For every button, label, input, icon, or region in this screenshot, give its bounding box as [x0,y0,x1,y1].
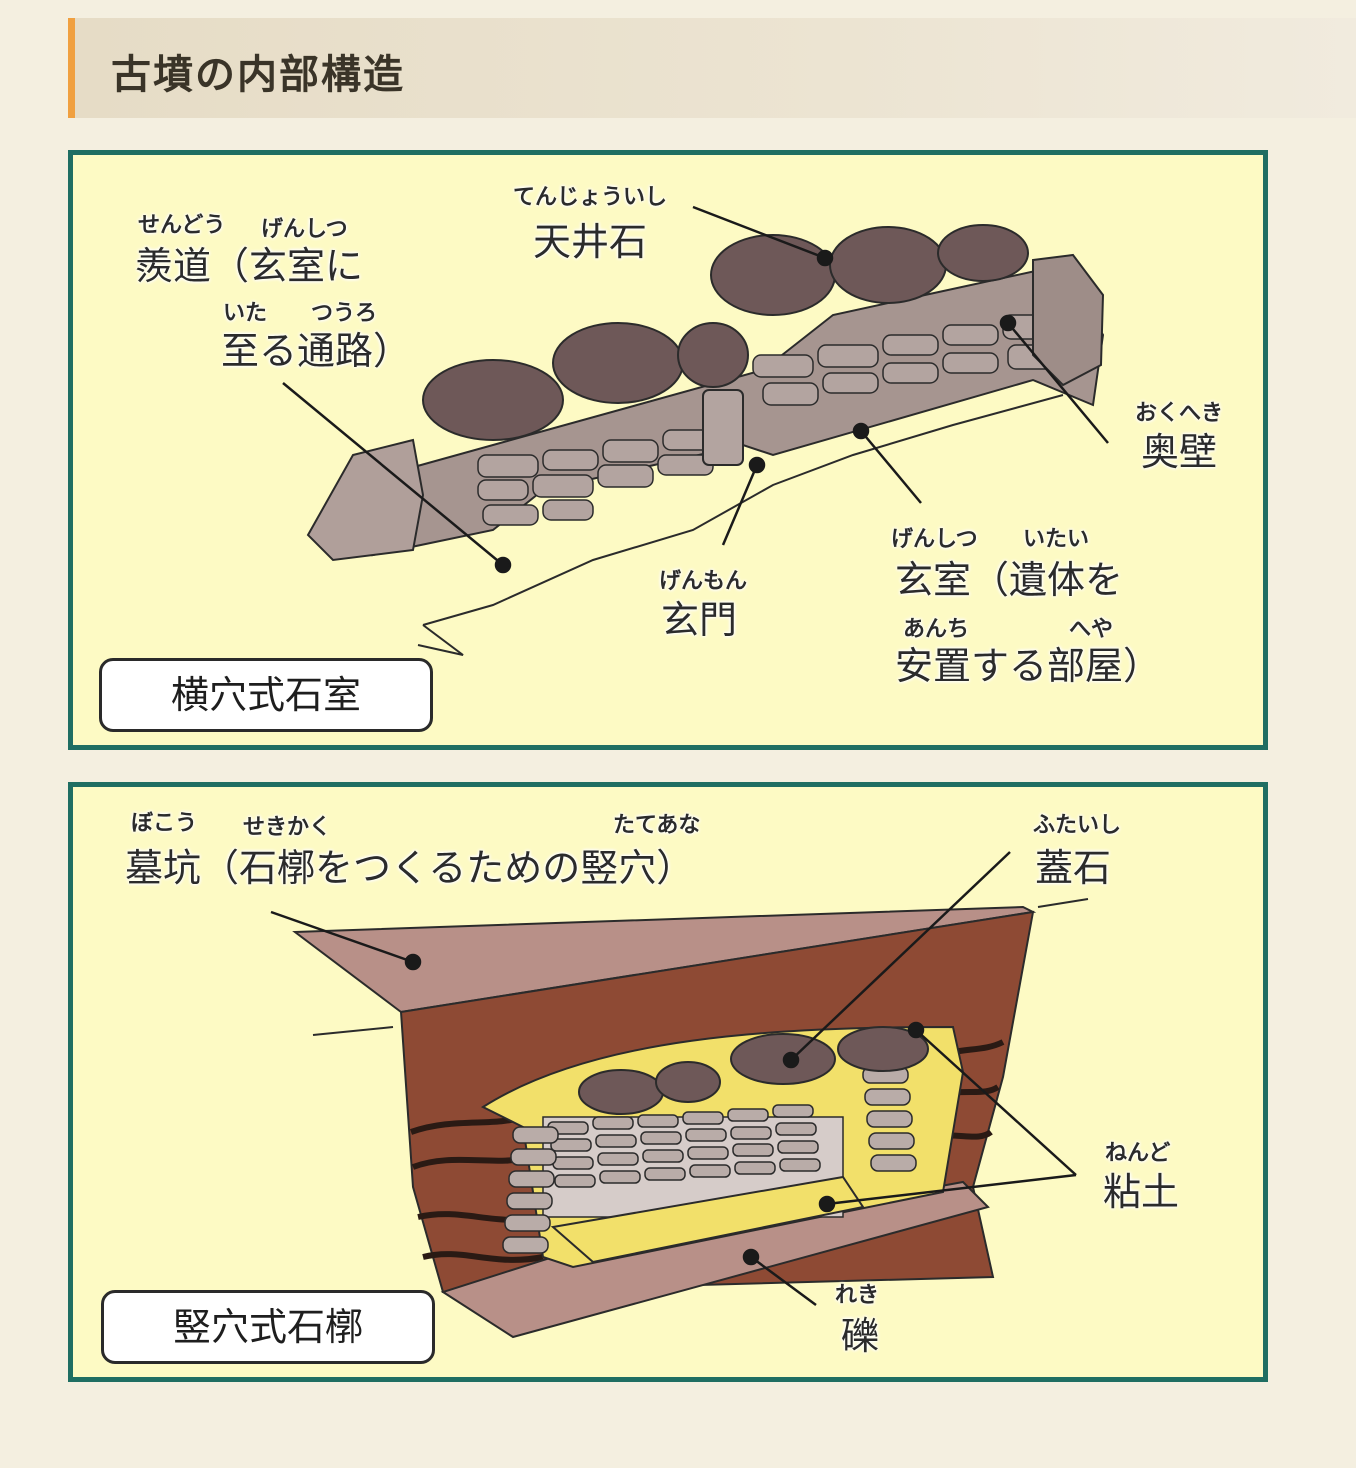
okukabe-stone [1032,253,1105,387]
reki-gravel-bed [440,1180,990,1339]
wall-stones [477,314,1059,526]
label-nendo: 粘土 [1103,1170,1180,1214]
label-boko: 墓坑（石槨をつくるための竪穴） [125,846,695,890]
label-nendo-ruby: ねんど [1105,1141,1171,1166]
page-title: 古墳の内部構造 [111,52,405,98]
label-genmon-ruby: げんもん [659,569,748,594]
floor-clay [550,1175,865,1264]
futaishi-stones [578,1026,929,1115]
leader-lines [282,205,1109,574]
tateana-illustration [270,851,1089,1339]
label-genshitsu-ruby4: へや [1069,617,1114,642]
page-header: 古墳の内部構造 [68,18,1356,118]
genmon-pillar [702,389,744,466]
label-okukabe: 奥壁 [1141,430,1218,474]
label-genmon: 玄門 [661,598,738,642]
ground-line [422,394,1064,626]
label-reki: 礫 [841,1314,880,1358]
type-tag-yokoana: 横穴式石室 [99,658,433,732]
label-sendo-ruby3: いた [223,301,268,326]
leader-lines-2 [270,851,1077,1307]
label-tenjoishi: 天井石 [533,220,648,264]
label-futaishi-ruby: ふたいし [1033,813,1122,838]
label-boko-ruby1: ぼこう [131,811,198,836]
yokoana-illustration [282,205,1109,656]
ceiling-stones [422,224,1029,441]
label-genshitsu-line1: 玄室（遺体を [895,558,1124,602]
panel-yokoana: せんどう げんしつ 羨道（玄室に いた つうろ 至る通路） てんじょういし 天井… [68,150,1268,750]
label-sendo-ruby1: せんどう [138,213,226,238]
label-tenjoishi-ruby: てんじょういし [513,185,668,210]
label-sendo-line2: 至る通路） [221,329,412,373]
label-genshitsu-ruby3: あんち [903,617,970,642]
label-reki-ruby: れき [835,1283,880,1308]
panel-tateana: ぼこう せきかく たてあな 墓坑（石槨をつくるための竪穴） ふたいし 蓋石 ねん… [68,782,1268,1382]
label-sendo-ruby4: つうろ [311,301,378,326]
type-tag-tateana: 竪穴式石槨 [101,1290,435,1364]
label-genshitsu-ruby1: げんしつ [891,527,978,552]
label-boko-ruby3: たてあな [613,813,701,838]
label-genshitsu-ruby2: いたい [1023,527,1090,552]
label-sendo-ruby2: げんしつ [261,217,348,242]
sendo-entrance-stone [306,438,425,562]
label-genshitsu-line2: 安置する部屋） [895,644,1162,688]
label-okukabe-ruby: おくへき [1135,401,1224,426]
label-boko-ruby2: せきかく [243,815,332,840]
label-futaishi: 蓋石 [1035,846,1112,890]
label-sendo-line1: 羨道（玄室に [135,244,364,288]
